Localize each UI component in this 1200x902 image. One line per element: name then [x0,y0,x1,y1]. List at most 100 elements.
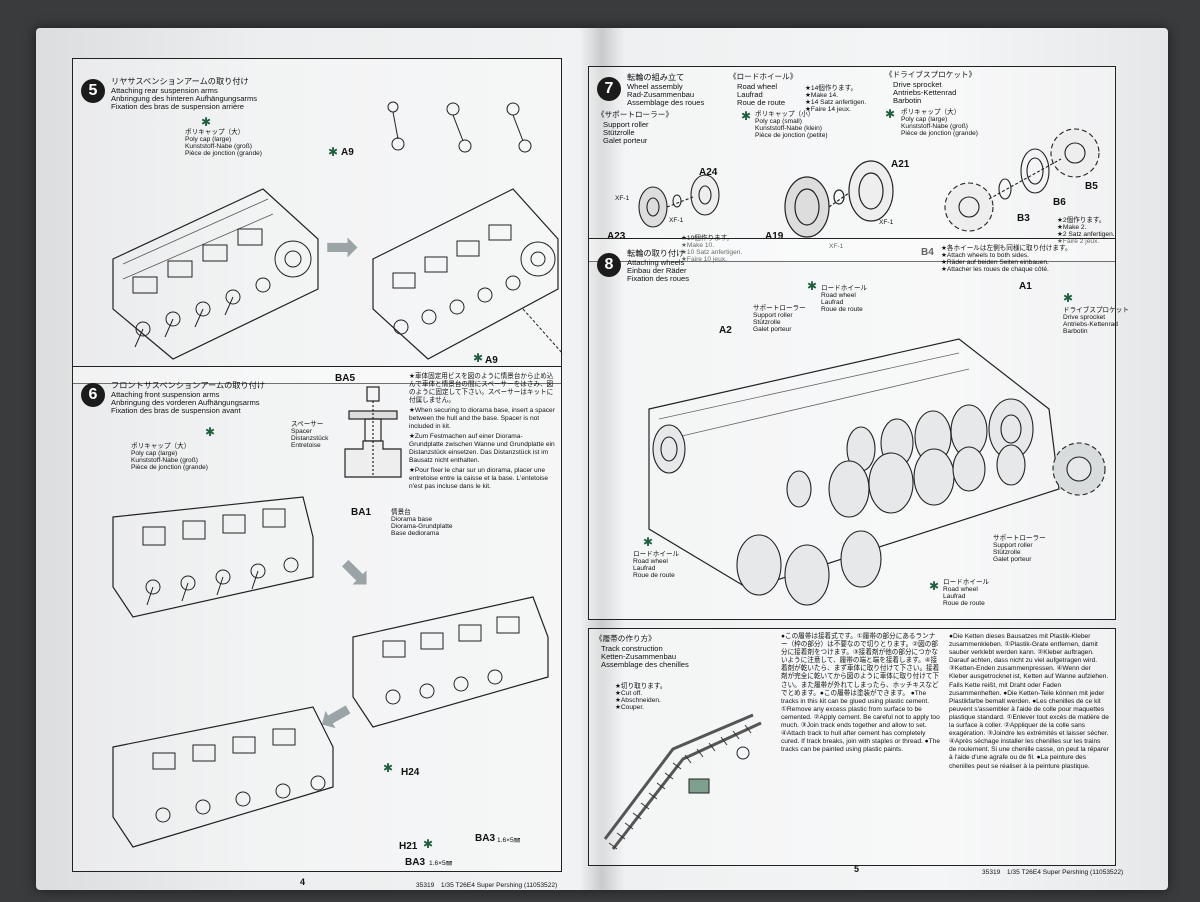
make10-fr: ★Faire 10 jeux. [681,256,727,263]
step7-title-jp: 転輪の組み立て [627,73,685,82]
spacer-de: Distanzstück [291,435,329,442]
support-roller-top-fr: Galet porteur [753,326,792,333]
glue-icon: ✱ [205,425,216,439]
step6-panel: 6 フロントサスペンションアームの取り付け Attaching front su… [72,366,562,872]
glue-icon: ✱ [423,837,434,851]
glue-icon: ✱ [643,535,654,549]
spacer-diagram [344,386,402,478]
glue-icon: ✱ [741,109,752,123]
glue-icon: ✱ [473,351,484,365]
support-roller-bottom-fr: Galet porteur [993,556,1032,563]
step7-title-fr: Assemblage des roues [627,98,705,107]
step5-arrow: ➡ [325,225,359,269]
track-title-jp: 《履帯の作り方》 [595,634,656,643]
support-roller-bottom-en: Support roller [993,542,1033,549]
track-panel: 《履帯の作り方》 Track construction Ketten-Zusam… [588,628,1116,866]
step5-hull-drawing-right [372,188,564,360]
part-ba3-right-size: 1.6×5㎜ [497,837,521,844]
step5-polycap-fr: Pièce de jonction (grande) [185,150,262,157]
sprocket-fr: Barbotin [1063,328,1088,335]
step5-title-en: Attaching rear suspension arms [111,86,218,95]
track-instructions-col2: ●Die Ketten dieses Bausatzes mit Plastik… [949,633,1109,770]
step5-polycap-de: Kunststoff-Nabe (groß) [185,143,252,150]
track-title-fr: Assemblage des chenilles [601,660,689,669]
spacer-fr: Entretoise [291,442,321,449]
glue-icon: ✱ [929,579,940,593]
road-wheel-bottom-de: Laufrad [943,593,966,600]
road-wheel-bottom-jp: ロードホイール [943,579,990,586]
glue-icon: ✱ [885,107,896,121]
sprocket-drawing [944,128,1100,232]
step8-title-fr: Fixation des roues [627,274,690,283]
road-wheel-left-fr: Roue de route [633,572,675,579]
step8-number: 8 [597,253,621,277]
part-a9-top: A9 [341,147,354,158]
make2-en: ★Make 2. [1057,224,1087,231]
small-cap-jp: ポリキャップ（小） [755,111,815,118]
support-roller-bottom-de: Stützrolle [993,549,1021,556]
part-ba3-bottom-size: 1.6×5㎜ [429,860,453,867]
make14-en: ★Make 14. [805,92,839,99]
step5-number: 5 [81,79,105,103]
support-roller-drawing [638,174,720,228]
step6-title-jp: フロントサスペンションアームの取り付け [111,381,266,390]
sprocket-cap-de: Kunststoff-Nabe (groß) [901,123,968,130]
step6-polycap-jp: ポリキャップ（大） [131,443,191,450]
support-roller-top-jp: サポートローラー [753,305,806,312]
step6-hull-drawing-top [112,496,314,618]
step6-title-en: Attaching front suspension arms [111,390,220,399]
step6-number: 6 [81,383,105,407]
part-a21: A21 [891,159,910,170]
sprocket-cap-en: Poly cap (large) [901,116,948,123]
footer-code-left: 35319 1/35 T26E4 Super Pershing (1105352… [416,882,558,889]
track-title-de: Ketten-Zusammenbau [601,652,677,661]
make14-fr: ★Faire 14 jeux. [805,106,851,113]
road-wheel-title-en: Road wheel [737,82,778,91]
part-h21: H21 [399,841,418,852]
part-ba1: BA1 [351,507,372,518]
make10-en: ★Make 10. [681,242,715,249]
step8-title-de: Einbau der Räder [627,266,687,275]
track-instructions-col1: ●この履帯は接着式です。①履帯の部分にあるランナー（枠の部分）は不要なので切りと… [781,633,941,754]
footer-code-right: 35319 1/35 T26E4 Super Pershing (1105352… [982,869,1124,876]
step7-panel: 7 転輪の組み立て Wheel assembly Rad-Zusammenbau… [588,66,1116,263]
step6-polycap-fr: Pièce de jonction (grande) [131,464,208,471]
road-wheel-top-en: Road wheel [821,292,856,299]
support-roller-bottom-jp: サポートローラー [993,535,1046,542]
step5-hull-drawing-left [112,188,319,360]
base-de: Diorama-Grundplatte [391,523,453,530]
glue-icon: ✱ [1063,291,1074,305]
road-wheel-left-de: Laufrad [633,565,656,572]
step8-note-de: ★Räder auf beiden Seiten einbauen. [941,259,1049,266]
step5-polycap-jp: ポリキャップ（大） [185,129,245,136]
step8-title-en: Attaching wheels [627,258,685,267]
spacer-jp: スペーサー [291,421,324,428]
step8-note-fr: ★Attacher les roues de chaque côté. [941,266,1049,273]
step7-title-de: Rad-Zusammenbau [627,90,695,99]
support-roller-top-de: Stützrolle [753,319,781,326]
sprocket-jp: ドライブスプロケット [1063,307,1129,314]
step8-hull-drawing [648,338,1106,606]
small-cap-de: Kunststoff-Nabe (klein) [755,125,822,132]
road-wheel-title-fr: Roue de route [737,98,786,107]
road-wheel-left-jp: ロードホイール [633,551,680,558]
step7-title-en: Wheel assembly [627,82,683,91]
diorama-note-de: ★Zum Festmachen auf einer Diorama-Grundp… [409,433,555,465]
road-wheel-top-fr: Roue de route [821,306,863,313]
part-ba3-bottom: BA3 [405,857,426,868]
road-wheel-top-jp: ロードホイール [821,285,868,292]
step5-detail-sketch [387,101,532,153]
part-a19: A19 [765,231,784,242]
small-cap-fr: Pièce de jonction (petite) [755,132,828,139]
step8-title-jp: 転輪の取り付け [627,249,685,258]
glue-icon: ✱ [328,145,339,159]
cut-jp: ★切り取ります。 [615,683,667,690]
make2-de: ★2 Satz anfertigen. [1057,231,1115,238]
part-b4: B4 [921,247,934,258]
sprocket-title-en: Drive sprocket [893,80,942,89]
page-number-left: 4 [300,877,306,887]
sprocket-title-jp: 《ドライブスプロケット》 [885,70,977,79]
road-wheel-bottom-en: Road wheel [943,586,978,593]
sprocket-de: Antriebs-Kettenrad [1063,321,1118,328]
step8-note-en: ★Attach wheels to both sides. [941,252,1030,259]
